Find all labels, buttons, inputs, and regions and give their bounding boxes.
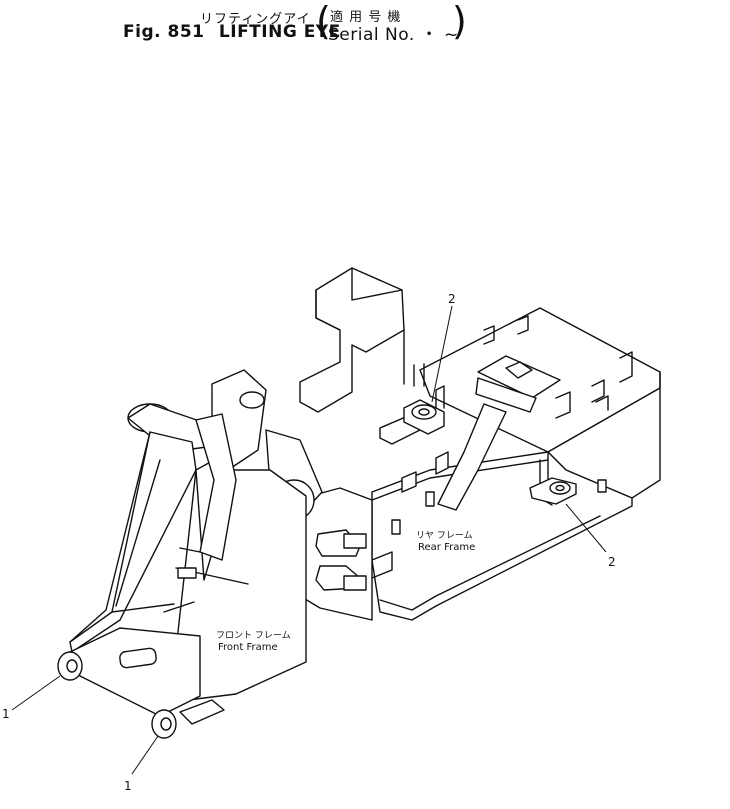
callout-number: 1 xyxy=(124,779,132,793)
front-frame-label-jp: フロント フレーム xyxy=(216,630,291,641)
lifting-eye-front-left xyxy=(57,651,83,681)
serial-english: Serial No. ・ ~ xyxy=(328,25,459,45)
callout-2-right: 2 xyxy=(565,503,616,569)
left-paren: ( xyxy=(316,0,331,43)
callout-number: 2 xyxy=(448,292,456,306)
lifting-eye-front-right xyxy=(151,709,177,739)
rear-frame-label-en: Rear Frame xyxy=(418,542,475,553)
figure-title: Fig. 851 LIFTING EYE xyxy=(123,22,341,42)
lifting-eye-rear-side xyxy=(529,477,577,505)
callout-number: 2 xyxy=(608,555,616,569)
callout-1-left: 1 xyxy=(2,675,61,721)
title-japanese: リフティングアイ xyxy=(200,12,311,27)
callout-2-top: 2 xyxy=(431,292,456,403)
center-hinge xyxy=(295,487,393,621)
right-paren: ) xyxy=(452,0,467,43)
callout-number: 1 xyxy=(2,707,10,721)
figure-number: Fig. 851 xyxy=(123,22,205,42)
serial-japanese: 適 用 号 機 xyxy=(330,10,402,25)
callout-1-bottom: 1 xyxy=(124,735,159,793)
lifting-eye-rear-upper xyxy=(403,399,445,435)
front-frame xyxy=(69,369,323,725)
title-english: LIFTING EYE xyxy=(218,22,341,42)
rear-frame-label-jp: リヤ フレーム xyxy=(416,530,473,541)
front-frame-label-en: Front Frame xyxy=(218,642,278,653)
